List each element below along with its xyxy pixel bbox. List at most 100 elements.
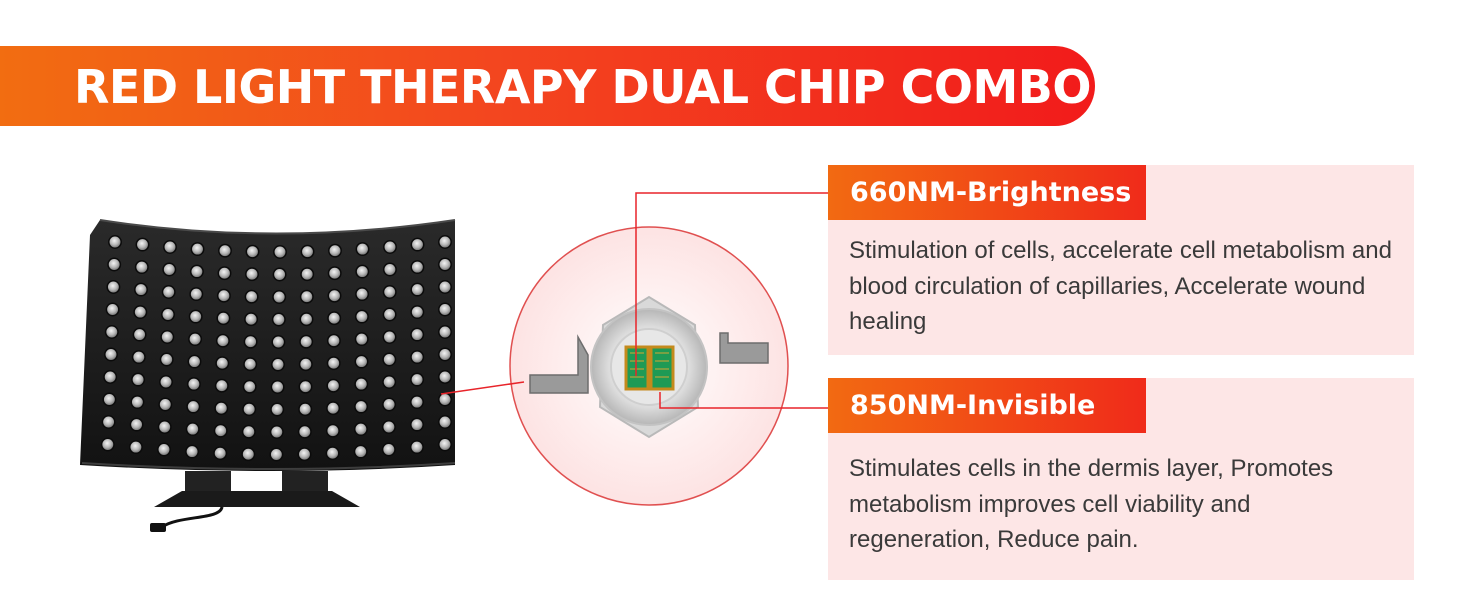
feature-tag-660nm: 660NM-Brightness (828, 165, 1146, 220)
led-bulb (327, 266, 342, 281)
led-bulb (188, 309, 203, 324)
led-bulb (382, 285, 397, 299)
led-bulb (355, 242, 370, 257)
led-bulb (382, 307, 397, 322)
led-bulb (383, 240, 397, 254)
led-bulb (135, 237, 150, 252)
led-bulb (103, 370, 118, 384)
led-bulb (158, 397, 173, 412)
led-bulb (410, 305, 425, 320)
feature-tag-850nm: 850NM-Invisible (828, 378, 1146, 433)
led-bulb (438, 370, 452, 384)
led-bulb (381, 442, 396, 457)
led-bulb (129, 417, 144, 432)
led-bulb (328, 243, 342, 258)
led-bulb (186, 399, 201, 414)
led-bulb (381, 420, 396, 434)
led-bulb (187, 354, 202, 369)
led-bulb (185, 422, 200, 437)
led-bulb (163, 240, 177, 254)
led-bulb (269, 425, 284, 439)
led-bulb (326, 378, 341, 393)
led-bulb (438, 437, 452, 452)
led-bulb (104, 325, 119, 339)
led-bulb (410, 282, 425, 297)
led-bulb (438, 347, 452, 362)
led-bulb (131, 372, 146, 387)
led-bulb (101, 415, 116, 429)
led-bulb (273, 245, 287, 259)
led-bulb (354, 354, 369, 369)
led-bulb (326, 356, 341, 371)
led-bulb (410, 372, 425, 387)
led-bulb (243, 334, 258, 349)
led-bulb (410, 327, 425, 342)
led-bulb (134, 260, 149, 275)
led-bulb (100, 437, 115, 452)
led-bulb (354, 399, 369, 414)
led-bulb (297, 447, 312, 462)
led-bulb (270, 380, 285, 394)
led-bulb (354, 377, 369, 392)
led-bulb (325, 423, 340, 438)
feature-card-660nm: 660NM-Brightness Stimulation of cells, a… (828, 165, 1414, 355)
led-bulb (354, 309, 369, 324)
led-bulb (161, 307, 175, 322)
led-bulb (214, 378, 229, 393)
led-bulb (106, 280, 121, 294)
led-bulb (107, 257, 122, 272)
led-bulb (242, 379, 257, 394)
led-bulb (105, 302, 120, 317)
led-bulb (157, 442, 171, 457)
led-bulb (353, 444, 368, 459)
led-bulb (213, 423, 228, 438)
led-bulb (298, 357, 313, 372)
led-bulb (409, 440, 424, 455)
led-bulb (157, 420, 172, 434)
led-bulb (410, 395, 424, 410)
led-bulb (159, 352, 174, 367)
led-bulb (325, 446, 340, 461)
led-bulb (216, 311, 231, 326)
led-bulb (270, 402, 285, 417)
led-bulb (215, 356, 230, 371)
led-bulb (108, 235, 122, 249)
led-bulb (160, 330, 175, 344)
led-bulb (298, 379, 313, 394)
led-bulb (299, 334, 314, 349)
led-bulb (382, 397, 397, 412)
led-bulb (355, 287, 370, 302)
led-bulb (382, 330, 397, 344)
led-bulb (382, 375, 397, 389)
led-bulb (133, 305, 148, 320)
led-bulb (214, 401, 229, 416)
led-bulb (159, 375, 173, 389)
led-bulb (131, 350, 146, 365)
led-bulb (189, 264, 204, 279)
led-bulb (217, 266, 232, 281)
led-bulb (327, 311, 342, 326)
led-bulb (244, 312, 259, 327)
led-bulb (189, 287, 204, 302)
led-bulb (104, 347, 118, 362)
led-bulb (132, 327, 147, 342)
led-bulb (300, 244, 315, 259)
led-bulb (326, 333, 341, 348)
led-chip-closeup-image (508, 225, 790, 507)
led-bulb (241, 447, 256, 462)
led-bulb (272, 267, 287, 282)
led-bulb (300, 267, 315, 282)
led-bulb (272, 290, 287, 304)
led-bulb (161, 285, 176, 299)
led-bulb (269, 447, 284, 462)
led-bulb (438, 257, 452, 272)
led-bulb (245, 244, 260, 259)
led-bulb (410, 237, 425, 252)
led-bulb (213, 446, 228, 461)
led-bulb (299, 289, 314, 304)
led-bulb (298, 402, 313, 417)
led-bulb (297, 424, 312, 439)
feature-card-850nm: 850NM-Invisible Stimulates cells in the … (828, 378, 1414, 580)
led-bulb (355, 264, 370, 279)
led-bulb (438, 302, 452, 317)
